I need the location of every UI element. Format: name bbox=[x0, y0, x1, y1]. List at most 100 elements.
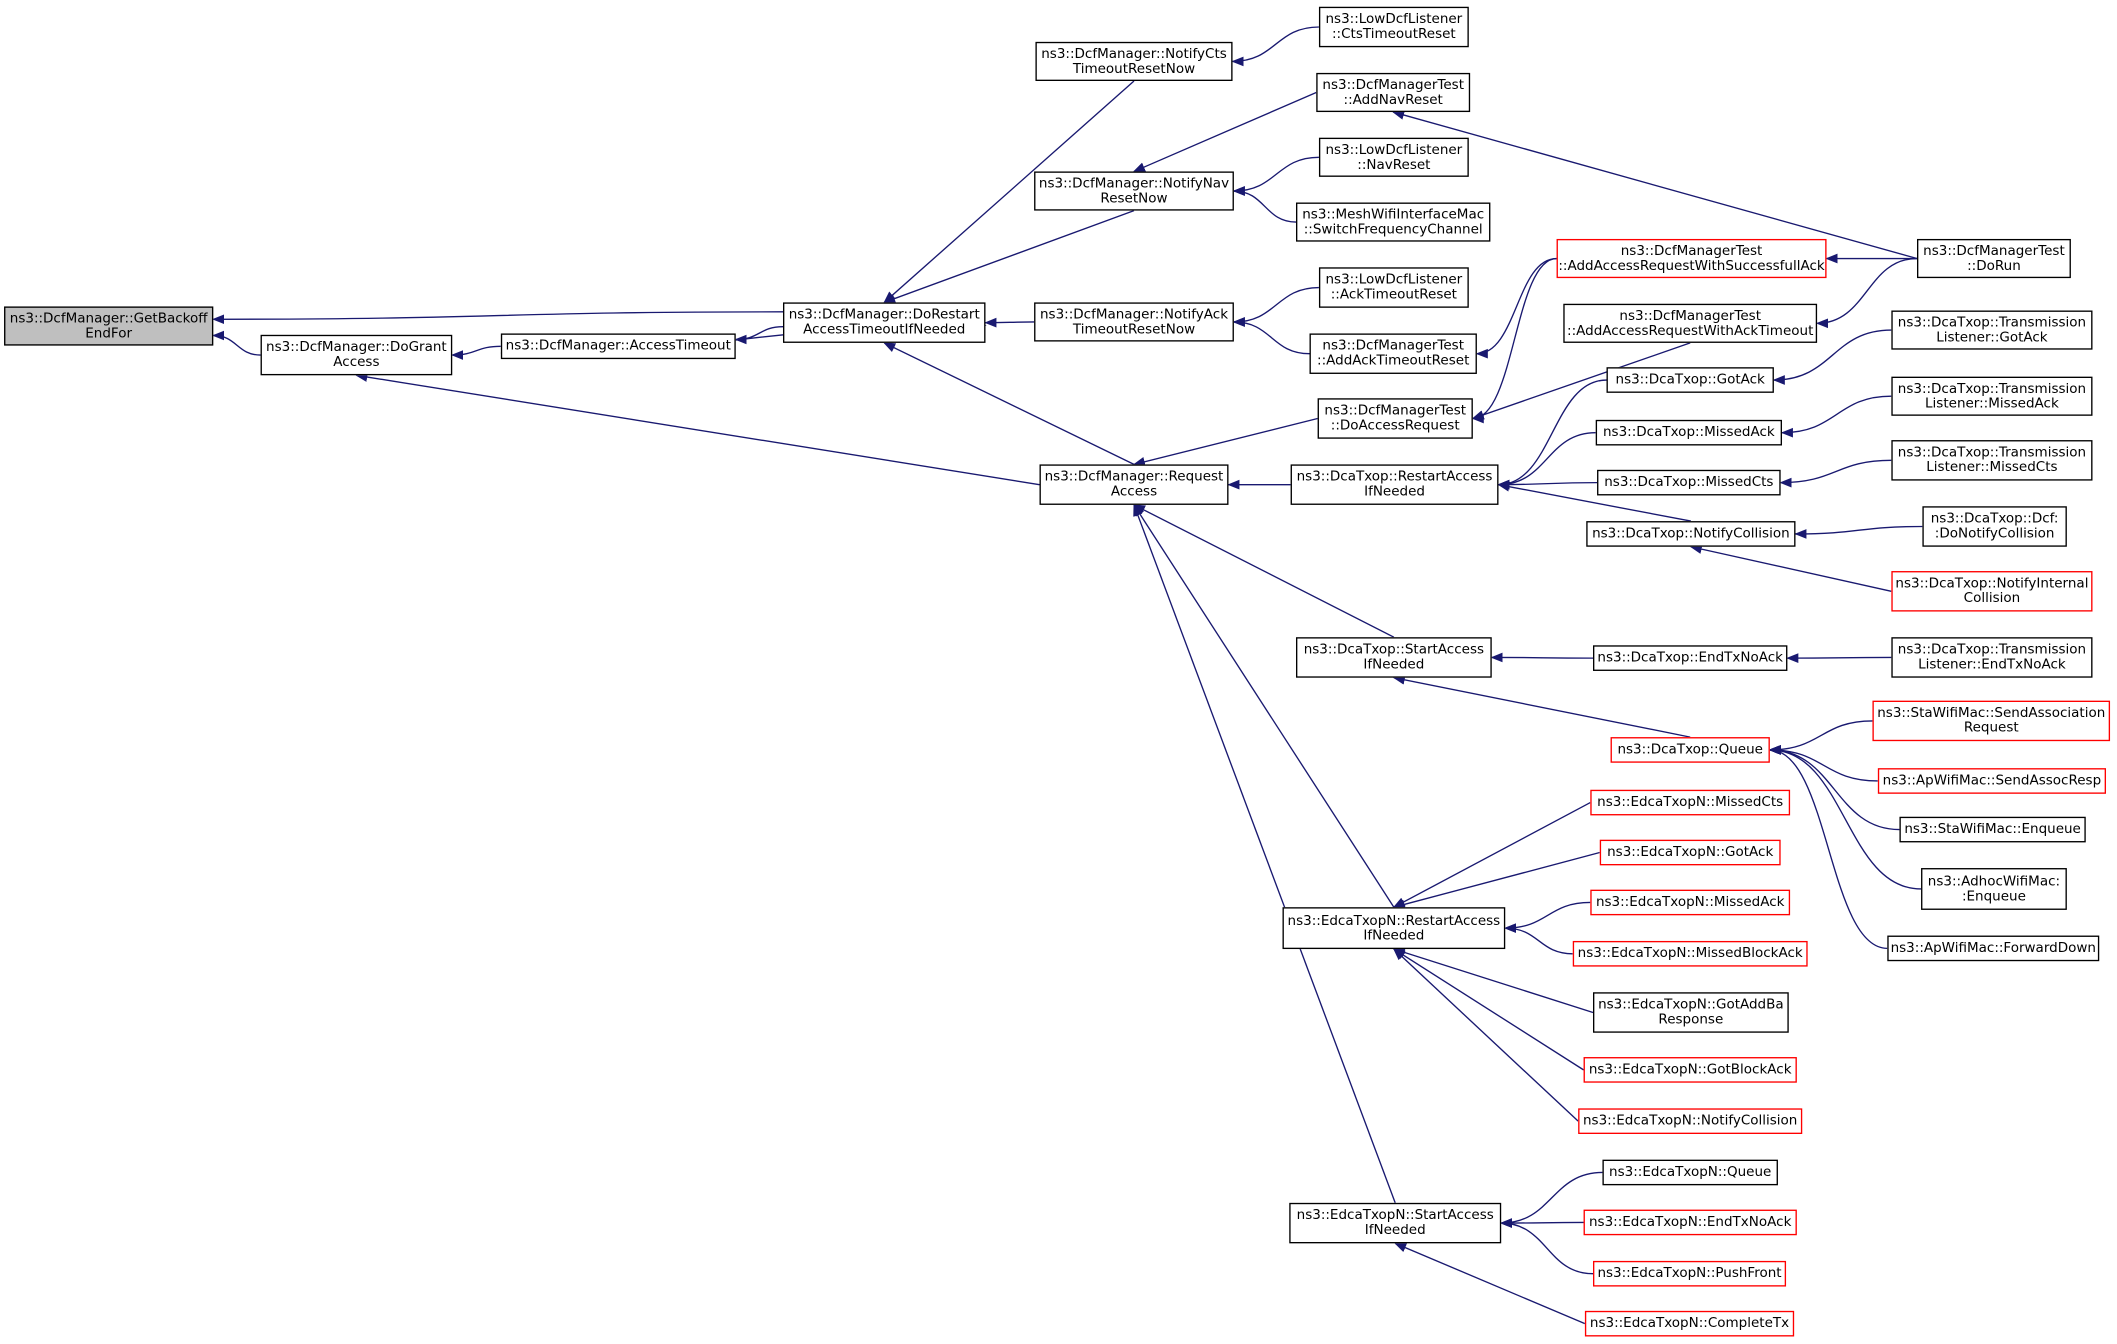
edge-ctstimeoutreset-to-notifycts bbox=[1231, 26, 1319, 67]
edge-dorun-to-addnavreset bbox=[1392, 110, 1918, 260]
edge-edca_notifycoll-to-edca_restart bbox=[1392, 948, 1579, 1122]
node-addaccesssuccess[interactable]: ns3::DcfManagerTest ::AddAccessRequestWi… bbox=[1556, 238, 1827, 279]
edge-tl_gotack-to-dca_gotack bbox=[1772, 329, 1892, 385]
node-addaccessack[interactable]: ns3::DcfManagerTest ::AddAccessRequestWi… bbox=[1563, 303, 1818, 343]
edge-dca_gotack-to-dca_restart bbox=[1497, 379, 1607, 490]
node-adhoc_enqueue[interactable]: ns3::AdhocWifiMac: :Enqueue bbox=[1921, 868, 2067, 910]
edge-navreset-to-notifynav bbox=[1232, 156, 1319, 196]
node-dca_restart[interactable]: ns3::DcaTxop::RestartAccess IfNeeded bbox=[1290, 464, 1499, 505]
edge-adhoc_enqueue-to-dca_queue bbox=[1768, 745, 1922, 890]
edge-addacktimeoutreset-to-notifyack bbox=[1232, 317, 1310, 355]
node-tl_missedack[interactable]: ns3::DcaTxop::Transmission Listener::Mis… bbox=[1891, 376, 2093, 416]
edge-acktimeoutreset-to-notifyack bbox=[1232, 286, 1319, 327]
node-switchfreq[interactable]: ns3::MeshWifiInterfaceMac ::SwitchFreque… bbox=[1296, 202, 1491, 242]
node-addacktimeoutreset[interactable]: ns3::DcfManagerTest ::AddAckTimeoutReset bbox=[1309, 333, 1477, 374]
edge-edca_gotack-to-edca_restart bbox=[1392, 851, 1600, 910]
edge-edca_gotblockack-to-edca_restart bbox=[1392, 948, 1584, 1071]
edge-dorestart-to-getbackoff bbox=[212, 311, 784, 325]
node-notifyack[interactable]: ns3::DcfManager::NotifyAck TimeoutResetN… bbox=[1034, 302, 1234, 342]
node-edca_gotblockack[interactable]: ns3::EdcaTxopN::GotBlockAck bbox=[1583, 1057, 1797, 1083]
edge-requestaccess-to-dogrant bbox=[355, 372, 1040, 486]
node-ctstimeoutreset[interactable]: ns3::LowDcfListener ::CtsTimeoutReset bbox=[1318, 6, 1469, 48]
node-ap_forwarddown[interactable]: ns3::ApWifiMac::ForwardDown bbox=[1887, 935, 2100, 962]
edge-tl_missedcts-to-dca_missedcts bbox=[1779, 459, 1892, 488]
node-getbackoff: ns3::DcfManager::GetBackoff EndFor bbox=[4, 306, 214, 346]
node-dca_missedcts[interactable]: ns3::DcaTxop::MissedCts bbox=[1597, 469, 1781, 496]
node-sta_enqueue[interactable]: ns3::StaWifiMac::Enqueue bbox=[1899, 816, 2086, 843]
node-dca_endtxnoack[interactable]: ns3::DcaTxop::EndTxNoAck bbox=[1593, 645, 1788, 671]
node-edca_pushfront[interactable]: ns3::EdcaTxopN::PushFront bbox=[1593, 1260, 1787, 1287]
edge-edca_completetx-to-edca_start bbox=[1394, 1242, 1586, 1325]
edge-tl_missedack-to-dca_missedack bbox=[1780, 395, 1892, 438]
node-dca_notifycoll[interactable]: ns3::DcaTxop::NotifyCollision bbox=[1586, 521, 1796, 547]
node-accesstimeout[interactable]: ns3::DcfManager::AccessTimeout bbox=[500, 333, 736, 360]
node-dca_notifyinternal[interactable]: ns3::DcaTxop::NotifyInternal Collision bbox=[1891, 571, 2093, 612]
node-edca_restart[interactable]: ns3::EdcaTxopN::RestartAccess IfNeeded bbox=[1282, 907, 1506, 950]
edge-addnavreset-to-notifynav bbox=[1132, 91, 1317, 173]
edge-dcf_donotify-to-dca_notifycoll bbox=[1794, 525, 1923, 539]
edge-tl_endtxnoack-to-dca_endtxnoack bbox=[1786, 653, 1892, 663]
node-requestaccess[interactable]: ns3::DcfManager::Request Access bbox=[1039, 464, 1229, 505]
edge-dogrant-to-getbackoff bbox=[212, 330, 261, 356]
edge-notifyack-to-dorestart bbox=[984, 317, 1035, 328]
node-acktimeoutreset[interactable]: ns3::LowDcfListener ::AckTimeoutReset bbox=[1318, 267, 1469, 308]
node-dca_missedack[interactable]: ns3::DcaTxop::MissedAck bbox=[1595, 419, 1782, 446]
node-dorestart[interactable]: ns3::DcfManager::DoRestart AccessTimeout… bbox=[783, 302, 986, 343]
node-edca_queue[interactable]: ns3::EdcaTxopN::Queue bbox=[1602, 1159, 1778, 1186]
node-edca_start[interactable]: ns3::EdcaTxopN::StartAccess IfNeeded bbox=[1289, 1202, 1502, 1244]
edge-dca_notifyinternal-to-dca_notifycoll bbox=[1689, 544, 1892, 592]
edge-dca_missedack-to-dca_restart bbox=[1497, 432, 1596, 490]
edge-edca_missedack-to-edca_restart bbox=[1504, 901, 1591, 933]
edge-ap_forwarddown-to-dca_queue bbox=[1768, 745, 1888, 950]
node-sta_sendassoc[interactable]: ns3::StaWifiMac::SendAssociation Request bbox=[1872, 700, 2111, 742]
node-tl_missedcts[interactable]: ns3::DcaTxop::Transmission Listener::Mis… bbox=[1891, 440, 2093, 481]
node-dca_start[interactable]: ns3::DcaTxop::StartAccess IfNeeded bbox=[1296, 637, 1492, 678]
edge-dca_queue-to-dca_start bbox=[1392, 675, 1691, 738]
node-edca_gotack[interactable]: ns3::EdcaTxopN::GotAck bbox=[1599, 839, 1781, 866]
node-navreset[interactable]: ns3::LowDcfListener ::NavReset bbox=[1318, 137, 1469, 177]
edge-edca_start-to-requestaccess bbox=[1133, 503, 1396, 1204]
node-edca_gotaddba[interactable]: ns3::EdcaTxopN::GotAddBa Response bbox=[1593, 992, 1789, 1033]
edge-dorun-to-addaccessack bbox=[1815, 257, 1918, 329]
node-dcf_donotify[interactable]: ns3::DcaTxop::Dcf: :DoNotifyCollision bbox=[1922, 506, 2067, 547]
edge-edca_endtxnoack-to-edca_start bbox=[1499, 1218, 1584, 1228]
node-edca_missedblockack[interactable]: ns3::EdcaTxopN::MissedBlockAck bbox=[1572, 940, 1808, 967]
node-dogrant[interactable]: ns3::DcfManager::DoGrant Access bbox=[260, 334, 453, 376]
edge-edca_queue-to-edca_start bbox=[1499, 1171, 1603, 1228]
node-edca_endtxnoack[interactable]: ns3::EdcaTxopN::EndTxNoAck bbox=[1583, 1209, 1797, 1236]
node-edca_completetx[interactable]: ns3::EdcaTxopN::CompleteTx bbox=[1584, 1310, 1795, 1337]
node-doaccessrequest[interactable]: ns3::DcfManagerTest ::DoAccessRequest bbox=[1317, 398, 1473, 439]
node-edca_missedack[interactable]: ns3::EdcaTxopN::MissedAck bbox=[1590, 889, 1791, 916]
edge-addaccesssuccess-to-doaccessrequest bbox=[1471, 257, 1557, 424]
edge-edca_gotaddba-to-edca_restart bbox=[1392, 947, 1594, 1014]
node-dca_gotack[interactable]: ns3::DcaTxop::GotAck bbox=[1606, 367, 1774, 393]
node-tl_gotack[interactable]: ns3::DcaTxop::Transmission Listener::Got… bbox=[1891, 310, 2093, 350]
edge-addaccessack-to-doaccessrequest bbox=[1471, 342, 1691, 420]
edge-addaccesssuccess-to-addacktimeoutreset bbox=[1475, 257, 1557, 359]
edge-dca_endtxnoack-to-dca_start bbox=[1490, 652, 1594, 663]
node-edca_missedcts[interactable]: ns3::EdcaTxopN::MissedCts bbox=[1590, 789, 1791, 816]
edge-switchfreq-to-notifynav bbox=[1232, 186, 1297, 223]
edge-notifynav-to-dorestart bbox=[883, 209, 1135, 304]
node-dca_queue[interactable]: ns3::DcaTxop::Queue bbox=[1610, 737, 1770, 763]
node-tl_endtxnoack[interactable]: ns3::DcaTxop::Transmission Listener::End… bbox=[1891, 637, 2093, 678]
edge-accesstimeout-to-dogrant bbox=[451, 345, 501, 360]
node-ap_sendassocresp[interactable]: ns3::ApWifiMac::SendAssocResp bbox=[1877, 768, 2106, 794]
node-dorun[interactable]: ns3::DcfManagerTest ::DoRun bbox=[1917, 238, 2071, 279]
edge-doaccessrequest-to-requestaccess bbox=[1132, 417, 1318, 467]
node-addnavreset[interactable]: ns3::DcfManagerTest ::AddNavReset bbox=[1316, 72, 1471, 113]
edge-requestaccess-to-dorestart bbox=[883, 342, 1135, 466]
node-edca_notifycoll[interactable]: ns3::EdcaTxopN::NotifyCollision bbox=[1578, 1108, 1803, 1134]
edge-sta_enqueue-to-dca_queue bbox=[1768, 745, 1900, 831]
edge-sta_sendassoc-to-dca_queue bbox=[1768, 720, 1873, 755]
edge-dca_notifycoll-to-dca_restart bbox=[1497, 481, 1692, 522]
node-notifycts[interactable]: ns3::DcfManager::NotifyCts TimeoutResetN… bbox=[1035, 41, 1233, 81]
edge-edca_pushfront-to-edca_start bbox=[1499, 1218, 1594, 1275]
edge-edca_restart-to-requestaccess bbox=[1133, 503, 1395, 908]
edge-notifycts-to-dorestart bbox=[883, 80, 1135, 304]
edge-dca_start-to-requestaccess bbox=[1132, 504, 1395, 638]
edge-dca_missedcts-to-dca_restart bbox=[1497, 479, 1598, 490]
node-notifynav[interactable]: ns3::DcfManager::NotifyNav ResetNow bbox=[1034, 171, 1234, 211]
